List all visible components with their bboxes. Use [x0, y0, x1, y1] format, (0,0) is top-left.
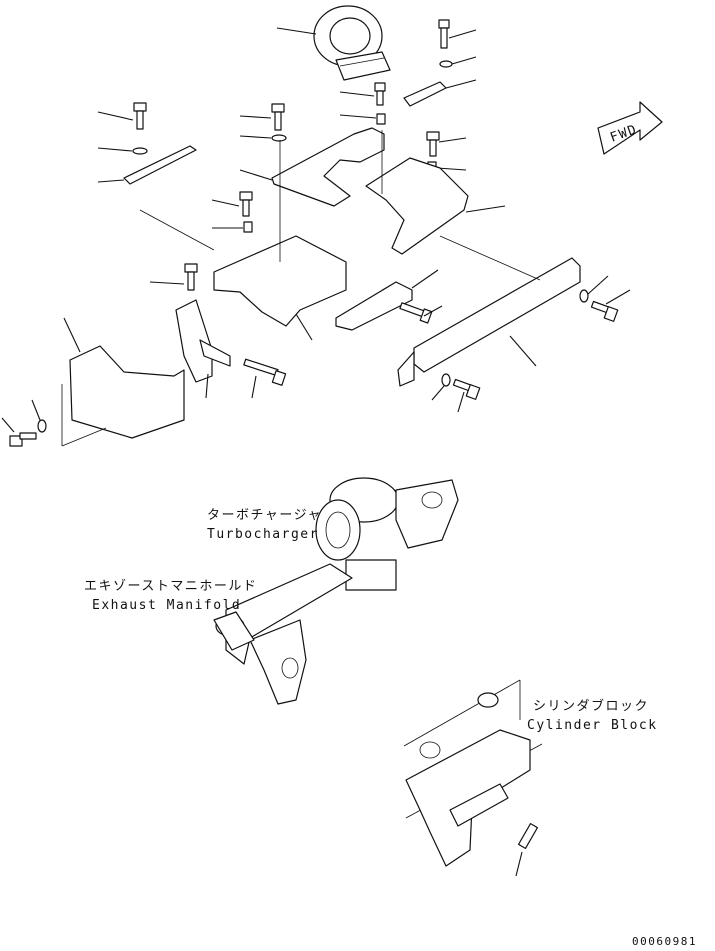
bolt-bar-bottom: [452, 378, 481, 400]
turbocharger-drawing: [315, 477, 459, 591]
washer-bottom-left: [37, 419, 47, 433]
turbocharger-label-jp: ターボチャージャ: [207, 508, 322, 523]
exhaust-manifold-label-jp: エキゾーストマニホールド: [84, 579, 257, 594]
cylinder-block-drawing: [403, 679, 543, 867]
bolt-left-4: [184, 263, 198, 291]
bracket-strip-left: [123, 145, 197, 185]
turbo-outlet-shield: [313, 5, 391, 81]
washer-bar-bottom: [441, 373, 451, 387]
plate-right-upper: [365, 157, 469, 255]
washer-left-1: [132, 147, 148, 155]
bolt-center-top: [374, 82, 386, 106]
cylinder-block-label-jp: シリンダブロック: [533, 698, 649, 714]
spacer-left-3: [243, 221, 253, 233]
support-bar-long: [413, 257, 581, 373]
cylinder-block-label-en: Cylinder Block: [527, 718, 658, 733]
drawing-number: 00060981: [632, 935, 697, 948]
bracket-vertical-left: [175, 299, 213, 383]
bracket-center-right: [335, 281, 413, 331]
bolt-left-3: [239, 191, 253, 217]
bolt-right-end: [590, 300, 619, 322]
spacer-center-top: [376, 113, 386, 125]
bolt-top-right: [438, 19, 450, 49]
panel-left-large: [69, 345, 185, 439]
plate-center-upper: [271, 127, 385, 207]
exhaust-manifold-label-en: Exhaust Manifold: [92, 598, 241, 613]
bolt-left-1: [133, 102, 147, 130]
exhaust-manifold-drawing: [213, 563, 353, 705]
washer-right-end: [579, 289, 589, 303]
bolt-right-mid: [426, 131, 440, 157]
bolt-bottom-left: [9, 432, 37, 447]
bolt-left-2: [271, 103, 285, 131]
washer-top-right: [439, 60, 453, 68]
bracket-small-top: [403, 81, 447, 107]
forward-arrow-icon: FWD: [597, 101, 663, 155]
bolt-long-center: [243, 358, 287, 386]
turbocharger-label-en: Turbocharger: [207, 527, 319, 542]
bolt-center-right: [399, 302, 433, 324]
plate-main-center: [213, 235, 347, 327]
washer-left-2: [271, 134, 287, 142]
